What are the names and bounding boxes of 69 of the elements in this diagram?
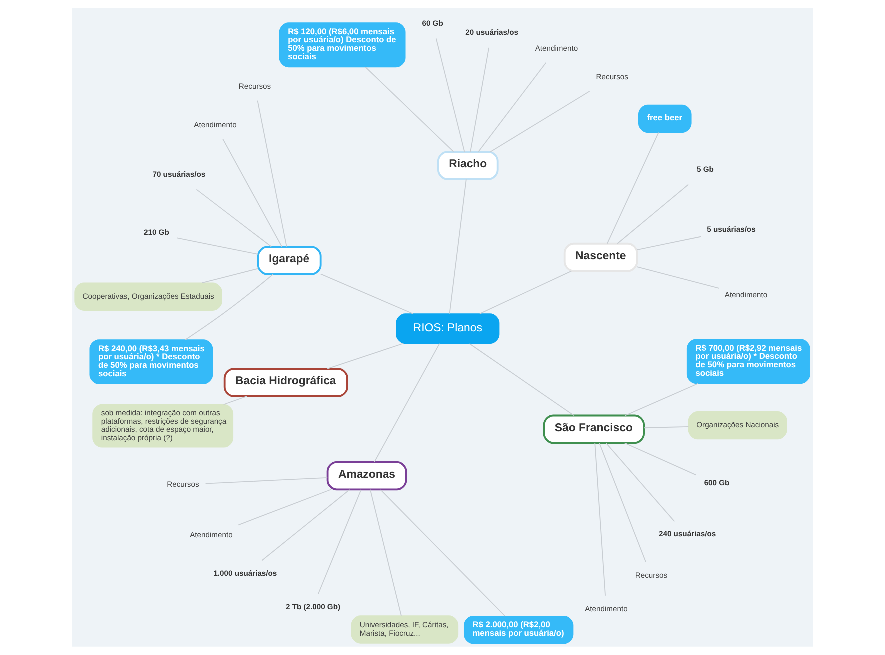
connector bbox=[222, 138, 283, 248]
connector bbox=[624, 383, 699, 416]
node-text: 240 usuárias/os bbox=[658, 530, 716, 539]
connector bbox=[370, 489, 402, 616]
node-box: RIOS: Planos bbox=[396, 314, 500, 344]
node-box: Organizações Nacionais bbox=[688, 411, 788, 440]
connector bbox=[365, 66, 454, 152]
node-box: Riacho bbox=[437, 151, 499, 180]
connector bbox=[594, 442, 606, 596]
node-text: Atendimento bbox=[724, 290, 768, 300]
node-box: Bacia Hidrográfica bbox=[224, 368, 348, 398]
connector bbox=[326, 343, 404, 370]
node-text: Recursos bbox=[635, 571, 668, 580]
node-text: Recursos bbox=[596, 72, 628, 82]
connector bbox=[238, 489, 332, 526]
connector bbox=[644, 426, 690, 429]
node-text: Atendimento bbox=[585, 604, 628, 614]
node-text: 1.000 usuárias/os bbox=[214, 568, 278, 578]
connector bbox=[205, 477, 328, 484]
connector bbox=[469, 343, 574, 416]
node-text: Atendimento bbox=[194, 120, 237, 130]
node-text: 2 Tb (2.000 Gb) bbox=[286, 602, 341, 612]
connector bbox=[478, 62, 547, 152]
node-box: Nascente bbox=[564, 242, 638, 272]
connector bbox=[223, 396, 248, 406]
node-box: free beer bbox=[638, 104, 692, 134]
connector bbox=[606, 132, 660, 244]
connector bbox=[624, 442, 697, 476]
node-box: R$ 700,00 (R$2,92 mensais por usuária/o) * Desconto de 50% para movimentos sociais bbox=[686, 339, 810, 384]
node-text: 5 usuárias/os bbox=[707, 224, 756, 234]
node-box: R$ 2.000,00 (R$2,00 mensais por usuária/o) bbox=[464, 616, 574, 644]
connector bbox=[380, 490, 506, 617]
node-box: R$ 120,00 (R$6,00 mensais por usuária/o) Desconto de 50% para movimentos sociais bbox=[279, 22, 406, 68]
connector bbox=[490, 91, 590, 152]
node-box: Igarapé bbox=[257, 246, 322, 276]
connector bbox=[599, 442, 647, 563]
node-text: 20 usuárias/os bbox=[466, 28, 519, 38]
connector bbox=[374, 343, 440, 463]
node-text: 210 Gb bbox=[144, 228, 170, 238]
connector bbox=[449, 179, 467, 314]
node-text: 60 Gb bbox=[422, 19, 444, 28]
connector bbox=[185, 274, 274, 340]
node-text: 70 usuárias/os bbox=[152, 170, 206, 180]
node-box: Cooperativas, Organizações Estaduais bbox=[74, 282, 222, 311]
node-text: Recursos bbox=[167, 480, 200, 489]
connector bbox=[318, 489, 362, 595]
connector bbox=[480, 270, 572, 314]
node-box: São Francisco bbox=[543, 414, 645, 444]
node-text: Atendimento bbox=[190, 530, 233, 540]
connector bbox=[470, 47, 490, 152]
node-box: Universidades, IF, Cáritas, Marista, Fiocruz... bbox=[351, 616, 459, 644]
node-text: Recursos bbox=[238, 82, 272, 91]
connector bbox=[196, 189, 272, 248]
connector bbox=[636, 266, 720, 289]
connector bbox=[320, 274, 414, 314]
connector bbox=[257, 100, 288, 248]
node-box: R$ 240,00 (R$3,43 mensais por usuária/o) * Desconto de 50% para movimentos sociais bbox=[90, 340, 214, 385]
node-text: 600 Gb bbox=[704, 478, 730, 488]
connector bbox=[262, 489, 350, 562]
connector bbox=[617, 184, 690, 244]
connector bbox=[202, 268, 259, 284]
node-text: Atendimento bbox=[535, 44, 578, 53]
node-box: Amazonas bbox=[326, 461, 408, 491]
node-box: sob medida: integração com outras plataformas, restrições de segurança adicionais, cota de espaço maior, instalação própria (?) bbox=[92, 404, 234, 448]
connector bbox=[436, 38, 466, 152]
connector bbox=[176, 238, 259, 255]
connector bbox=[636, 236, 702, 251]
connector bbox=[606, 442, 676, 522]
node-text: 5 Gb bbox=[697, 164, 714, 174]
